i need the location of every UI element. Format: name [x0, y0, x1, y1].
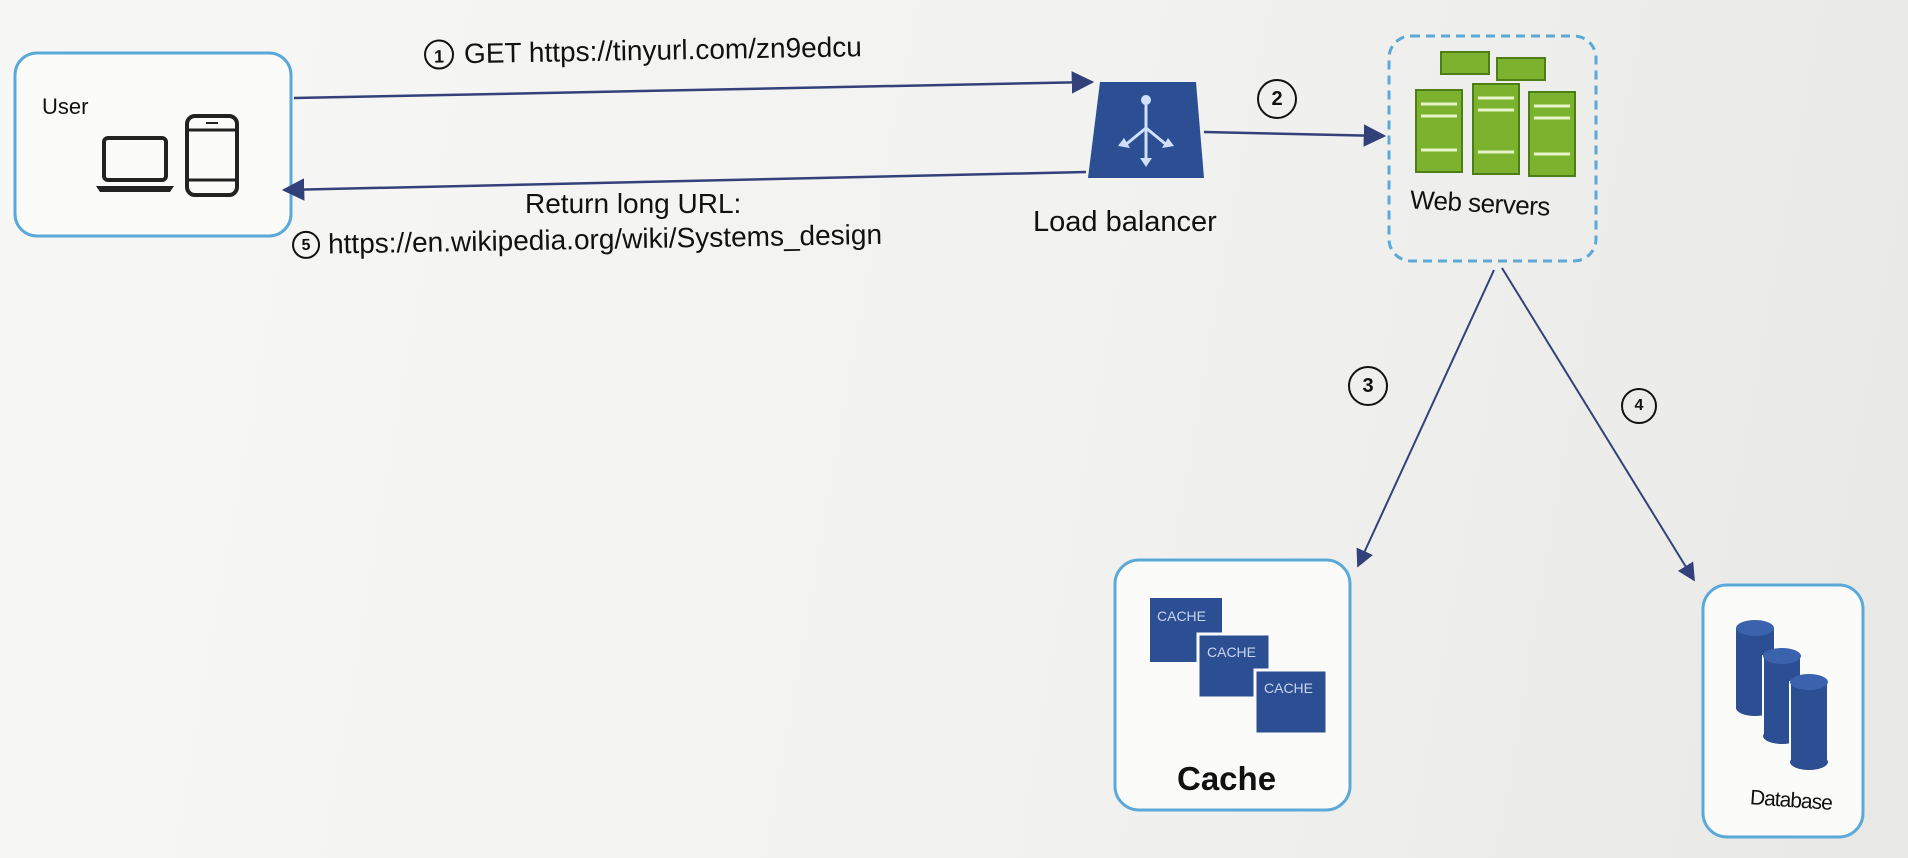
arrow-lb-to-web	[1203, 124, 1387, 147]
database-node	[1701, 583, 1865, 839]
load-balancer-label: Load balancer	[1033, 206, 1217, 238]
user-label: User	[42, 94, 89, 119]
step-1-request-text: GET https://tinyurl.com/zn9edcu	[463, 31, 863, 70]
arrow-web-to-cache	[1356, 269, 1495, 568]
step-3-marker: 3	[1348, 366, 1388, 406]
database-cylinders-icon	[1736, 620, 1829, 770]
web-servers-label: Web servers	[1409, 184, 1551, 222]
arrow-lb-to-user	[281, 170, 1087, 201]
cache-tile-label: CACHE	[1264, 680, 1313, 696]
cache-tile-label: CACHE	[1157, 608, 1206, 624]
step-2-annotation: 2	[1257, 79, 1297, 119]
load-balancer-icon	[1088, 82, 1204, 178]
phone-icon	[185, 114, 239, 197]
step-5-marker: 5	[291, 230, 321, 260]
cache-node: CACHE CACHE CACHE	[1113, 558, 1352, 812]
step-3-annotation: 3	[1348, 366, 1388, 406]
step-1-marker: 1	[423, 39, 455, 70]
user-node	[13, 51, 293, 238]
step-5-line1: Return long URL:	[525, 188, 742, 219]
cache-tile-label: CACHE	[1207, 644, 1256, 660]
database-label: Database	[1749, 786, 1833, 815]
step-4-annotation: 4	[1621, 388, 1657, 424]
arrow-user-to-lb	[293, 71, 1095, 100]
cache-label: Cache	[1177, 760, 1277, 797]
cache-stack-icon: CACHE CACHE CACHE	[1150, 598, 1329, 736]
arrow-web-to-database	[1501, 267, 1695, 582]
step-4-marker: 4	[1621, 388, 1657, 424]
laptop-icon	[96, 136, 174, 192]
step-2-marker: 2	[1257, 79, 1297, 119]
web-servers-node	[1387, 34, 1598, 263]
server-rack-icon	[1415, 51, 1576, 177]
